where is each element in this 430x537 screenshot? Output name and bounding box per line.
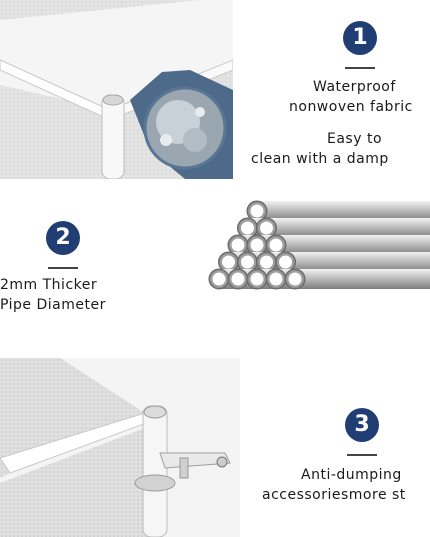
feature-number-badge: 3 [345, 408, 379, 442]
feature-text-line: accessoriesmore st [262, 487, 406, 503]
feature-number-badge: 1 [343, 21, 377, 55]
feature-text-line: Waterproof [313, 79, 396, 95]
feature-text-line: Anti-dumping [301, 467, 402, 483]
feature-text-line: Pipe Diameter [0, 297, 106, 313]
divider [347, 454, 377, 456]
feature-number-badge: 2 [46, 221, 80, 255]
pipe [284, 268, 430, 290]
divider [48, 267, 78, 269]
feature-text-line: nonwoven fabric [289, 99, 413, 115]
feature-text-line: clean with a damp [251, 151, 389, 167]
pipe [246, 200, 430, 222]
steel-pipes-image [205, 189, 430, 358]
anti-dumping-accessory-image [0, 358, 240, 537]
feature-panel-pipe: 2 2mm Thicker Pipe Diameter [0, 179, 430, 358]
pipe [275, 251, 430, 273]
pipe [265, 234, 430, 256]
pipe [256, 217, 430, 239]
feature-text-line: 2mm Thicker [0, 277, 98, 293]
divider [345, 67, 375, 69]
shelf-fabric-image [0, 0, 234, 179]
feature-panel-anti-dumping: 3 Anti-dumping accessoriesmore st [0, 358, 430, 537]
feature-text-line: Easy to [327, 131, 383, 147]
feature-panel-waterproof: 1 Waterproof nonwoven fabric Easy to cle… [0, 0, 430, 179]
